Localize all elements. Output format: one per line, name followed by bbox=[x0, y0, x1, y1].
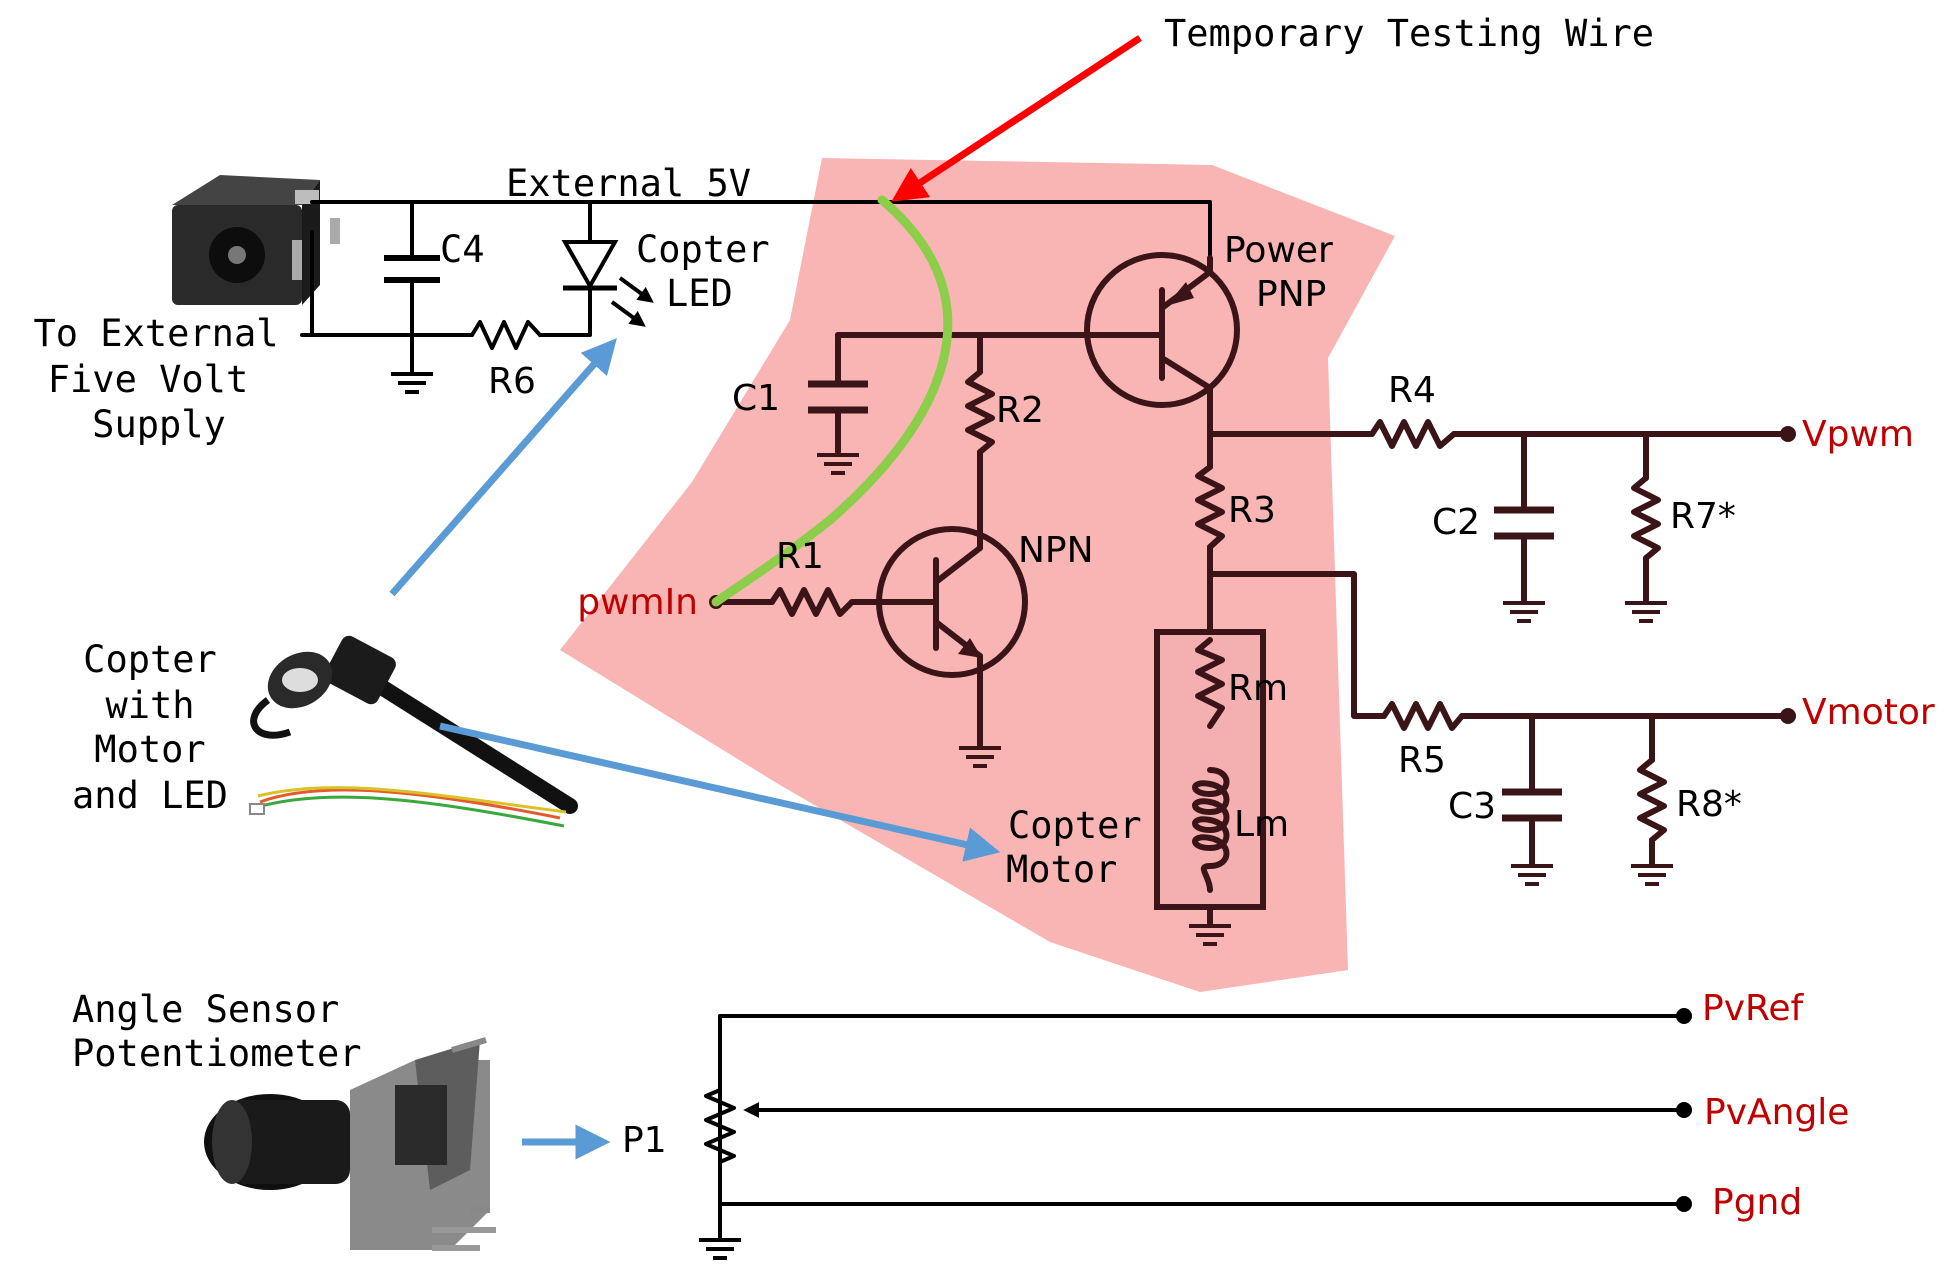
capacitor-c1 bbox=[808, 380, 868, 475]
supply-label-1: To External bbox=[33, 312, 278, 355]
vpwm-branch bbox=[1207, 426, 1796, 603]
copter-assembly-label-2: with bbox=[105, 684, 194, 727]
p1-label: P1 bbox=[622, 1120, 667, 1161]
ground-symbol bbox=[1629, 864, 1675, 886]
resistor-r5 bbox=[1381, 701, 1465, 731]
supply-wiring bbox=[300, 200, 1212, 374]
r1-label: R1 bbox=[776, 536, 824, 577]
copter-assembly-label-1: Copter bbox=[83, 638, 217, 681]
c1-label: C1 bbox=[732, 378, 780, 419]
led-symbol bbox=[561, 240, 654, 327]
lm-label: Lm bbox=[1234, 804, 1289, 845]
pwmin-label: pwmIn bbox=[577, 582, 698, 623]
ground-symbol bbox=[697, 1238, 743, 1260]
ground-symbol bbox=[1623, 601, 1669, 623]
capacitor-c4 bbox=[384, 255, 440, 283]
external-5v-label: External 5V bbox=[506, 162, 751, 205]
r7-label: R7* bbox=[1670, 496, 1736, 537]
c3-label: C3 bbox=[1448, 786, 1496, 827]
copter-led-label-2: LED bbox=[666, 272, 733, 315]
potentiometer-image bbox=[204, 1037, 496, 1251]
angle-sensor-label-2: Potentiometer bbox=[72, 1032, 362, 1075]
r6-label: R6 bbox=[488, 361, 536, 402]
resistor-rm bbox=[1195, 637, 1225, 729]
power-jack-image bbox=[172, 175, 340, 305]
resistor-r3 bbox=[1195, 464, 1225, 550]
pvref-label: PvRef bbox=[1702, 988, 1805, 1029]
resistor-r6 bbox=[470, 320, 542, 350]
copter-assembly-label-3: Motor bbox=[94, 728, 205, 771]
r4-label: R4 bbox=[1388, 370, 1436, 411]
resistor-r8 bbox=[1637, 757, 1667, 843]
supply-label-3: Supply bbox=[92, 403, 226, 446]
copter-led-label-1: Copter bbox=[636, 228, 770, 271]
inductor-lm bbox=[1192, 767, 1230, 893]
rm-label: Rm bbox=[1228, 668, 1288, 709]
temporary-wire-label: Temporary Testing Wire bbox=[1164, 12, 1654, 55]
resistor-r1 bbox=[769, 587, 855, 617]
ground-symbol bbox=[1509, 864, 1555, 886]
potentiometer-p1-symbol bbox=[704, 1008, 1692, 1240]
vmotor-branch bbox=[1207, 571, 1796, 867]
pgnd-label: Pgnd bbox=[1712, 1182, 1802, 1223]
c4-label: C4 bbox=[440, 228, 485, 271]
blue-arrow-motor bbox=[439, 722, 1001, 862]
c2-label: C2 bbox=[1432, 502, 1480, 543]
copter-motor-label-2: Motor bbox=[1006, 848, 1117, 891]
r2-label: R2 bbox=[996, 390, 1044, 431]
copter-assembly-label-4: and LED bbox=[72, 774, 228, 817]
vpwm-label: Vpwm bbox=[1802, 414, 1914, 455]
resistor-r2 bbox=[965, 369, 995, 455]
angle-sensor-label-1: Angle Sensor bbox=[72, 988, 339, 1031]
supply-label-2: Five Volt bbox=[48, 358, 248, 401]
ground-symbol bbox=[389, 372, 435, 394]
resistor-r7 bbox=[1631, 475, 1661, 561]
npn-transistor bbox=[875, 526, 1028, 679]
power-pnp-label-2: PNP bbox=[1256, 274, 1326, 315]
pvangle-label: PvAngle bbox=[1704, 1092, 1849, 1133]
r3-label: R3 bbox=[1228, 490, 1276, 531]
ground-symbol bbox=[1501, 601, 1547, 623]
power-pnp-label-1: Power bbox=[1224, 230, 1333, 271]
resistor-r4 bbox=[1369, 419, 1457, 449]
temporary-testing-wire bbox=[711, 195, 953, 607]
r8-label: R8* bbox=[1676, 784, 1742, 825]
copter-image bbox=[249, 635, 578, 828]
r5-label: R5 bbox=[1398, 740, 1446, 781]
vmotor-label: Vmotor bbox=[1802, 692, 1935, 733]
blue-arrow-led bbox=[389, 338, 617, 597]
red-arrow bbox=[891, 35, 1142, 202]
pnp-transistor bbox=[1084, 252, 1240, 408]
npn-label: NPN bbox=[1018, 530, 1094, 571]
copter-motor-label-1: Copter bbox=[1008, 804, 1142, 847]
